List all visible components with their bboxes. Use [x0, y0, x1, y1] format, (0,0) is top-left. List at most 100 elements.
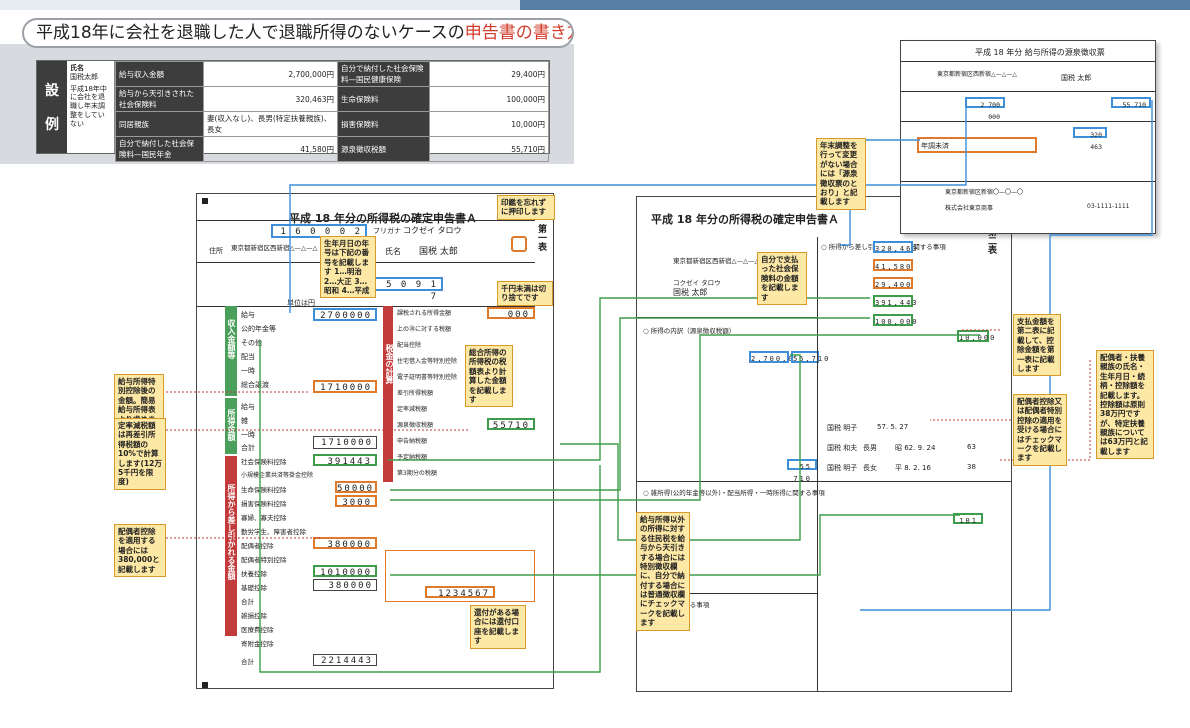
- row-label: 予定納税額: [397, 454, 428, 461]
- name-label: 氏名: [385, 247, 401, 256]
- kyuyo-shotoku-field[interactable]: 1710000: [313, 380, 377, 393]
- row-label: 一時: [241, 431, 255, 439]
- cell-key: 給与収入金額: [115, 61, 204, 87]
- gensen-field[interactable]: 55710: [487, 418, 535, 431]
- deduction-total-field[interactable]: 2214443: [313, 654, 377, 666]
- row-label: 雑: [241, 417, 248, 425]
- row-label: 合計: [241, 658, 254, 666]
- name-value: 国税太郎: [70, 72, 98, 81]
- table-row: 給与収入金額 2,700,000円 自分で納付した社会保険料—国民健康保険 29…: [115, 61, 549, 87]
- callout-teiritsu: 定率減税額は再差引所得税額の10%で計算します(12万5千円を限度): [114, 418, 166, 490]
- callout-self-paid: 自分で支払った社会保険料の金額を記載します: [757, 252, 807, 305]
- first-sheet-label: 第一表: [536, 224, 546, 251]
- row-label: 上の⑳に対する税額: [397, 326, 452, 333]
- callout-birth: 生年月日の年号は下記の番号を記載します 1…明治 2…大正 3…昭和 4…平成: [320, 236, 376, 299]
- cell-value: 320,463円: [203, 86, 338, 112]
- furigana-value: コクゼイ タロウ: [403, 226, 462, 235]
- cell-key: 源泉徴収税額: [337, 136, 430, 162]
- top-band: [0, 0, 1190, 10]
- bank-account-field[interactable]: 1234567: [425, 586, 495, 599]
- name-label: 氏名: [70, 64, 84, 72]
- kokumin-hoken-field[interactable]: 41,580: [873, 259, 913, 271]
- shotoku-section-label: 所得金額: [227, 409, 236, 441]
- row-label: 一時: [241, 367, 255, 375]
- example-tag-bottom: 例: [45, 117, 59, 133]
- seimei-field[interactable]: 50000: [335, 481, 377, 494]
- divider: [901, 181, 1155, 182]
- slip-gensen[interactable]: 55 710: [1111, 97, 1151, 109]
- divider: [901, 61, 1155, 62]
- cell-value: 2,700,000円: [203, 61, 338, 87]
- taxable-zeros[interactable]: 000: [487, 307, 535, 320]
- family-amount: 38: [967, 463, 976, 471]
- seal-box[interactable]: [511, 236, 527, 252]
- row-label: 公的年金等: [241, 325, 276, 333]
- haito-header: ○ 雑所得(公的年金等以外)・配当所得・一時所得に関する事項: [643, 489, 825, 497]
- example-tag: 設 例: [37, 61, 67, 153]
- fuyou-field[interactable]: 1010000: [313, 565, 377, 578]
- tax-band: [383, 306, 393, 482]
- hoken-total-field[interactable]: 391,443: [873, 295, 917, 307]
- kyuyo-income-field[interactable]: 2700000: [313, 308, 377, 321]
- income-section-label: 収入金額等: [227, 319, 236, 359]
- family-rel: 長男: [863, 444, 877, 452]
- slip-shiharai[interactable]: 2 700 000: [965, 97, 1005, 121]
- furigana-label: フリガナ: [373, 227, 401, 235]
- row-label: 寡婦、寡夫控除: [241, 514, 287, 522]
- kiso-field[interactable]: 380000: [313, 579, 377, 591]
- example-profile: 氏名 国税太郎 平成18年中に会社を退職し年末調整をしていない: [67, 61, 115, 153]
- cell-value: 10,000円: [429, 111, 549, 137]
- family-birth: 平 8. 2. 16: [895, 464, 931, 472]
- slip-payer-name: 株式会社東京商事: [945, 205, 994, 212]
- cell-key: 自分で納付した社会保険料—国民健康保険: [337, 61, 430, 87]
- row-label: 社会保険料控除: [241, 458, 287, 466]
- title-highlight: 申告書の書き方: [464, 23, 574, 43]
- divider: [637, 481, 1011, 482]
- withheld-total-field[interactable]: 55 710: [787, 459, 817, 483]
- callout-seal: 印鑑を忘れずに押印します: [497, 195, 555, 220]
- cell-key: 自分で納付した社会保険料—国民年金: [115, 136, 204, 162]
- row-label: 課税される所得金額: [397, 310, 452, 317]
- row-label: 配当: [241, 353, 255, 361]
- row-label: その他: [241, 339, 262, 347]
- slip-title: 平成 18 年分 給与所得の源泉徴収票: [975, 48, 1105, 57]
- address-value: 東京都新宿区西新宿△—△—△: [673, 257, 760, 265]
- shakai-hoken-field[interactable]: 391443: [313, 454, 377, 467]
- fuyou-total-field[interactable]: 101: [953, 513, 983, 525]
- slip-name: 国税 太郎: [1061, 74, 1092, 82]
- income-amount-field[interactable]: 2,700,000: [749, 351, 805, 363]
- title-main: 平成18年に会社を退職した人で退職所得のないケースの: [36, 23, 465, 43]
- family-name: 国税 和夫: [827, 444, 858, 452]
- row-label: 雑損控除: [241, 612, 267, 620]
- callout-kirisute: 千円未満は切り捨てです: [497, 281, 553, 306]
- income-withheld-field[interactable]: 55,710: [791, 351, 828, 363]
- row-label: 給与: [241, 403, 255, 411]
- cell-key: 給与から天引きされた社会保険料: [115, 86, 204, 112]
- tax-section-label: 税金の計算: [385, 344, 394, 384]
- songai-field[interactable]: 10,000: [957, 330, 994, 342]
- table-row: 給与から天引きされた社会保険料 320,463円 生命保険料 100,000円: [115, 86, 549, 112]
- page-title: 平成18年に会社を退職した人で退職所得のないケースの申告書の書き方: [22, 18, 574, 48]
- example-table: 給与収入金額 2,700,000円 自分で納付した社会保険料—国民健康保険 29…: [115, 61, 549, 162]
- songai-field[interactable]: 3000: [335, 495, 377, 508]
- slip-shakai[interactable]: 320 463: [1073, 127, 1107, 151]
- table-row: 自分で納付した社会保険料—国民年金 41,580円 源泉徴収税額 55,710円: [115, 136, 549, 162]
- divider: [197, 220, 535, 221]
- row-label: 電子証明書等特別控除: [397, 374, 458, 381]
- seimei-field[interactable]: 100,000: [873, 314, 917, 326]
- slip-payer-addr: 東京都新宿区新宿〇—〇—〇: [945, 189, 1024, 196]
- goukei-shotoku-field[interactable]: 1710000: [313, 436, 377, 449]
- nenkin-field[interactable]: 29,400: [873, 277, 913, 289]
- haigusha-field[interactable]: 380000: [313, 537, 377, 550]
- row-label: 源泉徴収税額: [397, 422, 434, 429]
- cell-value: 妻(収入なし)、長男(特定扶養親族)、長女: [203, 111, 338, 137]
- gensen-slip: 平成 18 年分 給与所得の源泉徴収票 東京都新宿区西新宿△—△—△ 国税 太郎…: [900, 40, 1156, 234]
- address-value: 東京都新宿区西新宿△—△—△: [231, 244, 318, 252]
- kyuyo-withheld-field[interactable]: 320,463: [873, 241, 917, 253]
- furigana-value: コクゼイ タロウ: [673, 279, 721, 287]
- row-label: 申告納税額: [397, 438, 428, 445]
- form-b-title: 平成 18 年分の所得税の確定申告書Ａ: [651, 213, 839, 226]
- divider: [197, 306, 535, 307]
- row-label: 配当控除: [397, 342, 422, 349]
- divider: [817, 237, 818, 691]
